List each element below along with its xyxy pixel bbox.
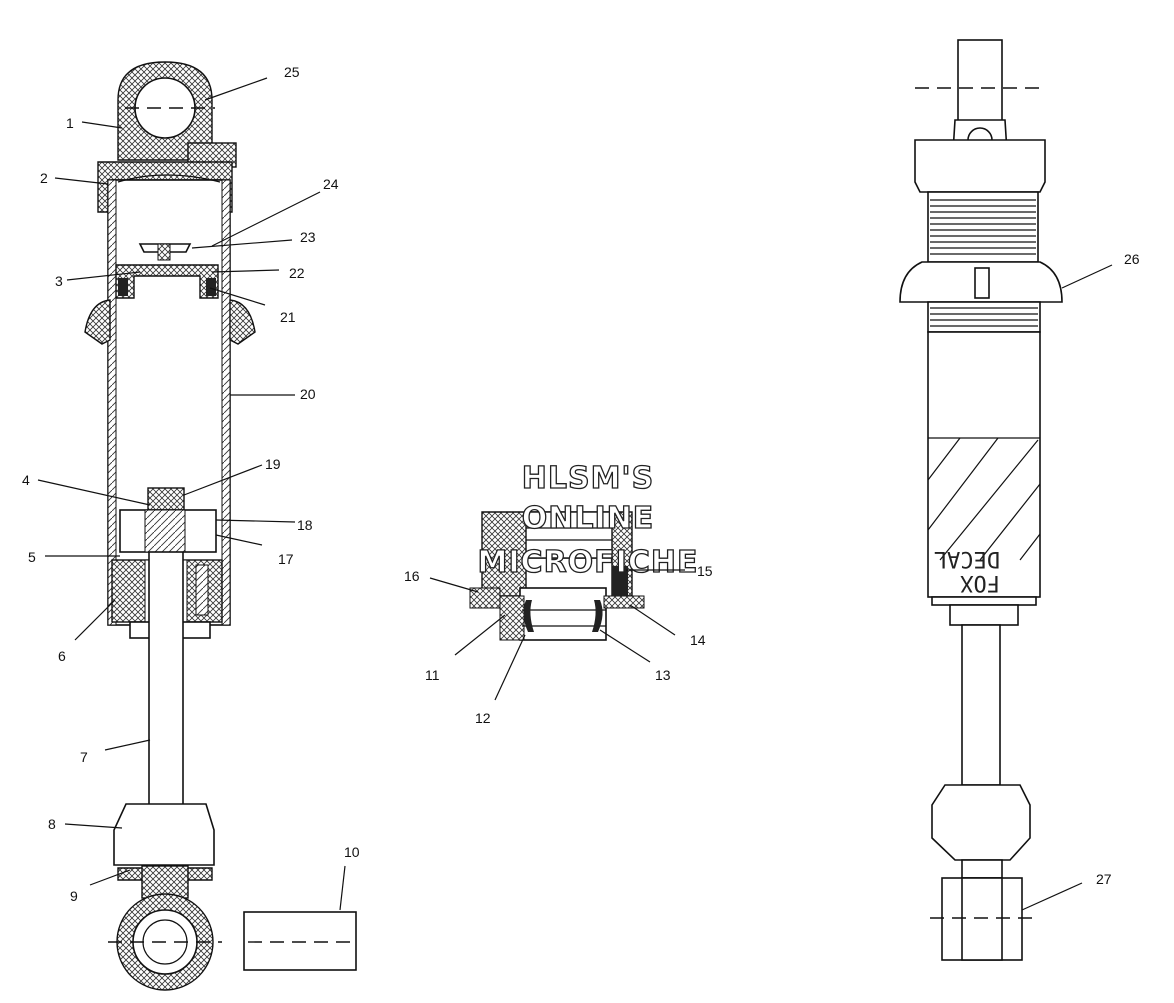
threaded-collar: [927, 191, 1039, 263]
lower-eye-center: [961, 877, 1003, 961]
label-27: 27: [1096, 871, 1112, 887]
body-ring: [931, 596, 1037, 606]
label-11: 11: [425, 667, 440, 683]
top-cap: [914, 139, 1046, 193]
label-9: 9: [70, 888, 78, 904]
label-25: 25: [284, 64, 300, 80]
decal-brand: FOX: [960, 570, 1000, 595]
spring-seat-slot: [974, 267, 990, 299]
piston-nut: [147, 487, 185, 511]
lower-shaft: [961, 624, 1001, 786]
label-20: 20: [300, 386, 316, 402]
bump-stop: [113, 803, 215, 866]
seal-bore: [519, 587, 607, 641]
label-7: 7: [80, 749, 88, 765]
label-1: 1: [66, 115, 74, 131]
label-22: 22: [289, 265, 305, 281]
seal-cap: [949, 604, 1019, 626]
spring-collar-left: [84, 299, 111, 345]
label-18: 18: [297, 517, 313, 533]
lower-neck: [961, 859, 1003, 879]
label-21: 21: [280, 309, 296, 325]
thread-lines: [930, 199, 1036, 255]
decal-hatch: [927, 437, 1041, 561]
label-10: 10: [344, 844, 360, 860]
spring-collar-right: [229, 299, 256, 345]
shaft-end: [141, 865, 189, 899]
label-6: 6: [58, 648, 66, 664]
label-23: 23: [300, 229, 316, 245]
label-3: 3: [55, 273, 63, 289]
label-8: 8: [48, 816, 56, 832]
part-number-labels: 1 2 3 4 5 6 7 8 9 10 11 12 13 14 15 16 1…: [22, 64, 1140, 904]
left-shock-section: [84, 61, 357, 991]
label-5: 5: [28, 549, 36, 565]
label-2: 2: [40, 170, 48, 186]
label-19: 19: [265, 456, 281, 472]
label-17: 17: [278, 551, 294, 567]
seal-head-detail: [469, 511, 645, 641]
label-12: 12: [475, 710, 491, 726]
floating-piston: [115, 264, 219, 299]
body: [927, 331, 1041, 598]
right-shock-outline: DECAL FOX: [899, 39, 1063, 961]
bushing-part-10: [243, 911, 357, 971]
watermark-line-1: HLSM'S: [522, 461, 654, 496]
eye-bushing-top: [134, 77, 196, 139]
label-4: 4: [22, 472, 30, 488]
watermark-line-2: ONLINE: [522, 501, 655, 536]
watermark-line-3: MICROFICHE: [478, 545, 699, 580]
lower-bump-stop: [931, 784, 1031, 861]
label-26: 26: [1124, 251, 1140, 267]
lower-threads: [927, 301, 1041, 333]
leader-lines: [37, 77, 1113, 911]
decal-label: DECAL: [934, 546, 1000, 571]
label-15: 15: [697, 563, 713, 579]
watermark: HLSM'S ONLINE MICROFICHE: [477, 460, 699, 580]
label-14: 14: [690, 632, 706, 648]
label-16: 16: [404, 568, 420, 584]
label-24: 24: [323, 176, 339, 192]
label-13: 13: [655, 667, 671, 683]
